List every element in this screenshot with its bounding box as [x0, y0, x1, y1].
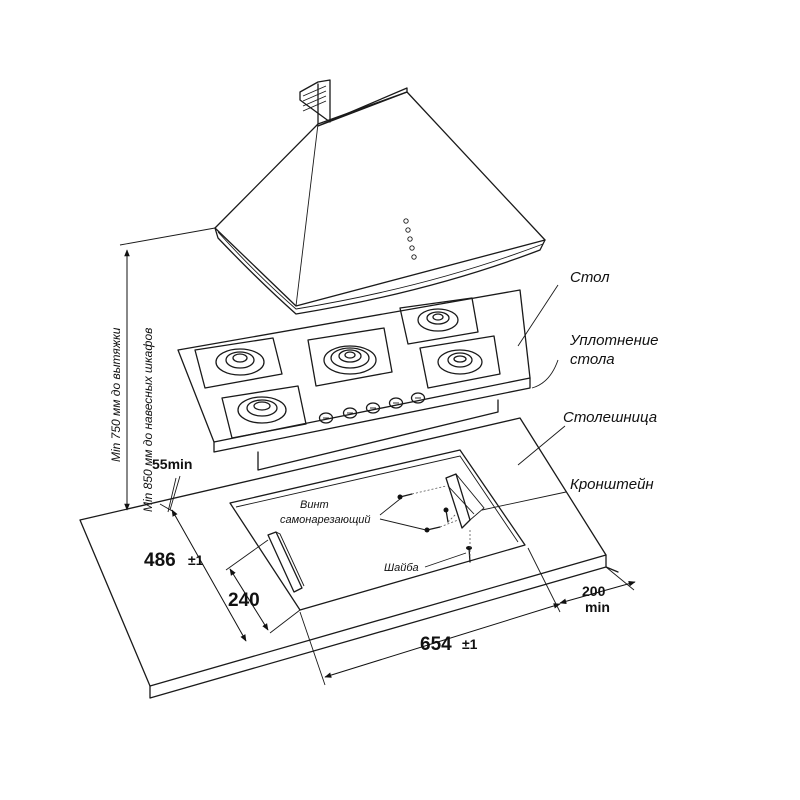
countertop-front-edge	[149, 554, 607, 699]
knob	[365, 402, 381, 414]
burner-front-right	[419, 335, 501, 389]
leader-countertop	[517, 425, 566, 466]
cutout-inner-edge	[235, 455, 519, 543]
rear-ext-line	[605, 566, 635, 591]
hood-button	[409, 245, 415, 251]
screw-1	[397, 493, 413, 500]
gap-ext-lines	[167, 475, 181, 513]
leader-washer	[424, 552, 467, 568]
countertop-side-edge	[605, 566, 619, 573]
leader-bracket	[481, 491, 567, 511]
hood-vent-grille	[302, 85, 327, 112]
knob	[342, 407, 358, 419]
knob	[318, 412, 334, 424]
width-arrow	[324, 603, 561, 678]
leader-stol	[517, 284, 559, 347]
screw-3	[443, 507, 449, 523]
offset-value: 240	[228, 590, 260, 611]
leader-seal	[531, 359, 559, 389]
depth-ext-line	[159, 503, 175, 513]
rear-value: 200	[582, 583, 606, 599]
burner-rear-right	[399, 297, 479, 345]
hood-edge	[295, 123, 319, 307]
label-washer: Шайба	[384, 562, 419, 574]
label-countertop: Столешница	[563, 409, 657, 426]
height-label-cabinets: Min 850 мм до навесных шкафов	[141, 328, 155, 512]
hood-rim	[214, 227, 546, 315]
hood-body	[214, 91, 546, 307]
rear-arrow	[559, 581, 636, 604]
depth-value: 486	[144, 550, 176, 571]
width-ext-lines	[299, 547, 561, 686]
label-screw-line1: Винт	[300, 499, 329, 511]
depth-tolerance: ±1	[188, 552, 204, 568]
height-ext-line-top	[119, 227, 216, 246]
bracket-right	[445, 473, 485, 529]
dimension-depth: 486 ±1	[144, 503, 247, 642]
washer-part	[466, 546, 472, 563]
burner-front-left	[221, 385, 307, 439]
gas-hob	[177, 289, 531, 471]
offset-ext-lines	[225, 539, 301, 634]
assembly-guides	[411, 485, 471, 556]
knob	[388, 397, 404, 409]
rear-suffix: min	[585, 599, 610, 615]
label-bracket: Кронштейн	[570, 476, 654, 493]
dimension-rear: 200 min	[559, 566, 636, 615]
callouts: Стол Уплотнение стола Столешница Кронште…	[280, 269, 659, 574]
dimension-gap: 55min	[152, 456, 192, 513]
knob	[410, 392, 426, 404]
label-seal-line1: Уплотнение	[569, 332, 659, 349]
height-dimension: Min 750 мм до вытяжки Min 850 мм до наве…	[109, 227, 216, 512]
dimension-offset: 240	[225, 539, 301, 634]
hood-button	[403, 218, 409, 224]
hood-button	[407, 236, 413, 242]
hood-button	[405, 227, 411, 233]
label-stol: Стол	[570, 269, 610, 286]
hood-button	[411, 254, 417, 260]
range-hood	[214, 79, 546, 315]
knob-row	[318, 392, 426, 424]
height-label-hood: Min 750 мм до вытяжки	[109, 327, 123, 462]
label-seal-line2: стола	[570, 351, 615, 368]
hood-chimney-vent	[299, 79, 331, 123]
width-tolerance: ±1	[462, 636, 478, 652]
dimension-width: 654 ±1	[299, 547, 561, 686]
depth-arrow	[171, 509, 247, 642]
offset-arrow	[229, 568, 269, 631]
label-screw-line2: самонарезающий	[280, 514, 371, 526]
burner-center-wok	[307, 327, 393, 387]
screw-2	[424, 526, 441, 533]
countertop-cutout	[229, 449, 526, 611]
bracket-left	[267, 531, 305, 593]
hob-glass-edge	[213, 377, 531, 453]
gap-min-label: 55min	[152, 456, 192, 472]
hood-chimney	[317, 83, 408, 127]
hob-body	[257, 399, 499, 471]
width-value: 654	[420, 634, 452, 655]
hood-rim-inner	[217, 231, 544, 310]
leader-screw	[379, 498, 427, 531]
burner-rear-left	[194, 337, 283, 389]
